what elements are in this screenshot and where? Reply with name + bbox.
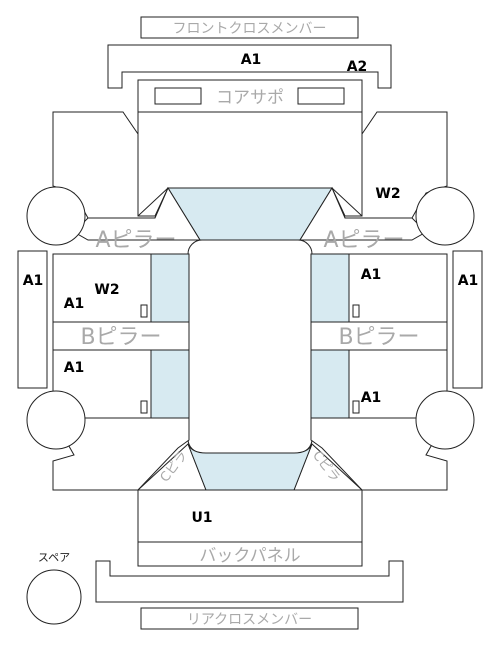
left-front-wheel[interactable]	[26, 186, 86, 246]
left-side-sill-grade: A1	[23, 273, 44, 289]
right-rear-door-grade: A1	[361, 390, 382, 406]
front-cross-member-label: フロントクロスメンバー	[173, 21, 327, 37]
rear-member-bracket[interactable]	[95, 560, 404, 603]
left-rear-door-handle	[140, 400, 148, 414]
left-rear-door-grade: A1	[64, 360, 85, 376]
right-front-door-grade: A1	[361, 267, 382, 283]
core-support-right-slot	[297, 87, 345, 105]
core-support-label: コアサポ	[216, 88, 284, 108]
left-front-door-glass[interactable]	[150, 253, 190, 323]
left-rear-wheel[interactable]	[26, 390, 86, 450]
front-member-right-grade: A2	[347, 59, 368, 75]
core-support-left-slot	[154, 87, 202, 105]
roof[interactable]	[187, 239, 313, 454]
left-front-door-handle	[140, 304, 148, 318]
rear-cross-member-label: リアクロスメンバー	[187, 612, 312, 628]
front-member-grade: A1	[241, 52, 262, 68]
right-b-pillar[interactable]	[310, 321, 448, 351]
trunk-grade: U1	[191, 510, 212, 526]
spare-label: スペア	[38, 551, 70, 564]
right-side-sill-grade: A1	[458, 273, 479, 289]
trunk-lid[interactable]	[137, 489, 363, 543]
right-side-sill[interactable]	[452, 250, 483, 389]
left-rear-door-glass[interactable]	[150, 349, 190, 419]
rear-window[interactable]	[187, 443, 313, 491]
right-front-wheel[interactable]	[415, 186, 475, 246]
back-panel-label: バックパネル	[199, 546, 300, 566]
left-a-pillar-label: Aピラー	[95, 228, 176, 253]
right-rear-door-handle	[352, 400, 360, 414]
right-front-door-handle	[352, 304, 360, 318]
front-member-bracket[interactable]	[107, 44, 392, 89]
right-front-door-glass[interactable]	[310, 253, 350, 323]
right-rear-door-glass[interactable]	[310, 349, 350, 419]
right-rear-wheel[interactable]	[415, 390, 475, 450]
spare-tire[interactable]	[26, 569, 82, 625]
right-front-fender-grade: W2	[375, 186, 400, 202]
left-b-pillar-label: Bピラー	[80, 325, 161, 350]
front-cross-member-box[interactable]	[140, 16, 359, 39]
right-a-pillar-label: Aピラー	[323, 228, 404, 253]
left-front-door-grade: A1	[64, 296, 85, 312]
back-panel-box[interactable]	[137, 541, 363, 567]
left-front-door-extra-grade: W2	[94, 282, 119, 298]
left-side-sill[interactable]	[17, 250, 48, 389]
rear-cross-member-box[interactable]	[140, 607, 359, 630]
right-front-door[interactable]	[348, 253, 448, 323]
right-b-pillar-label: Bピラー	[338, 325, 419, 350]
